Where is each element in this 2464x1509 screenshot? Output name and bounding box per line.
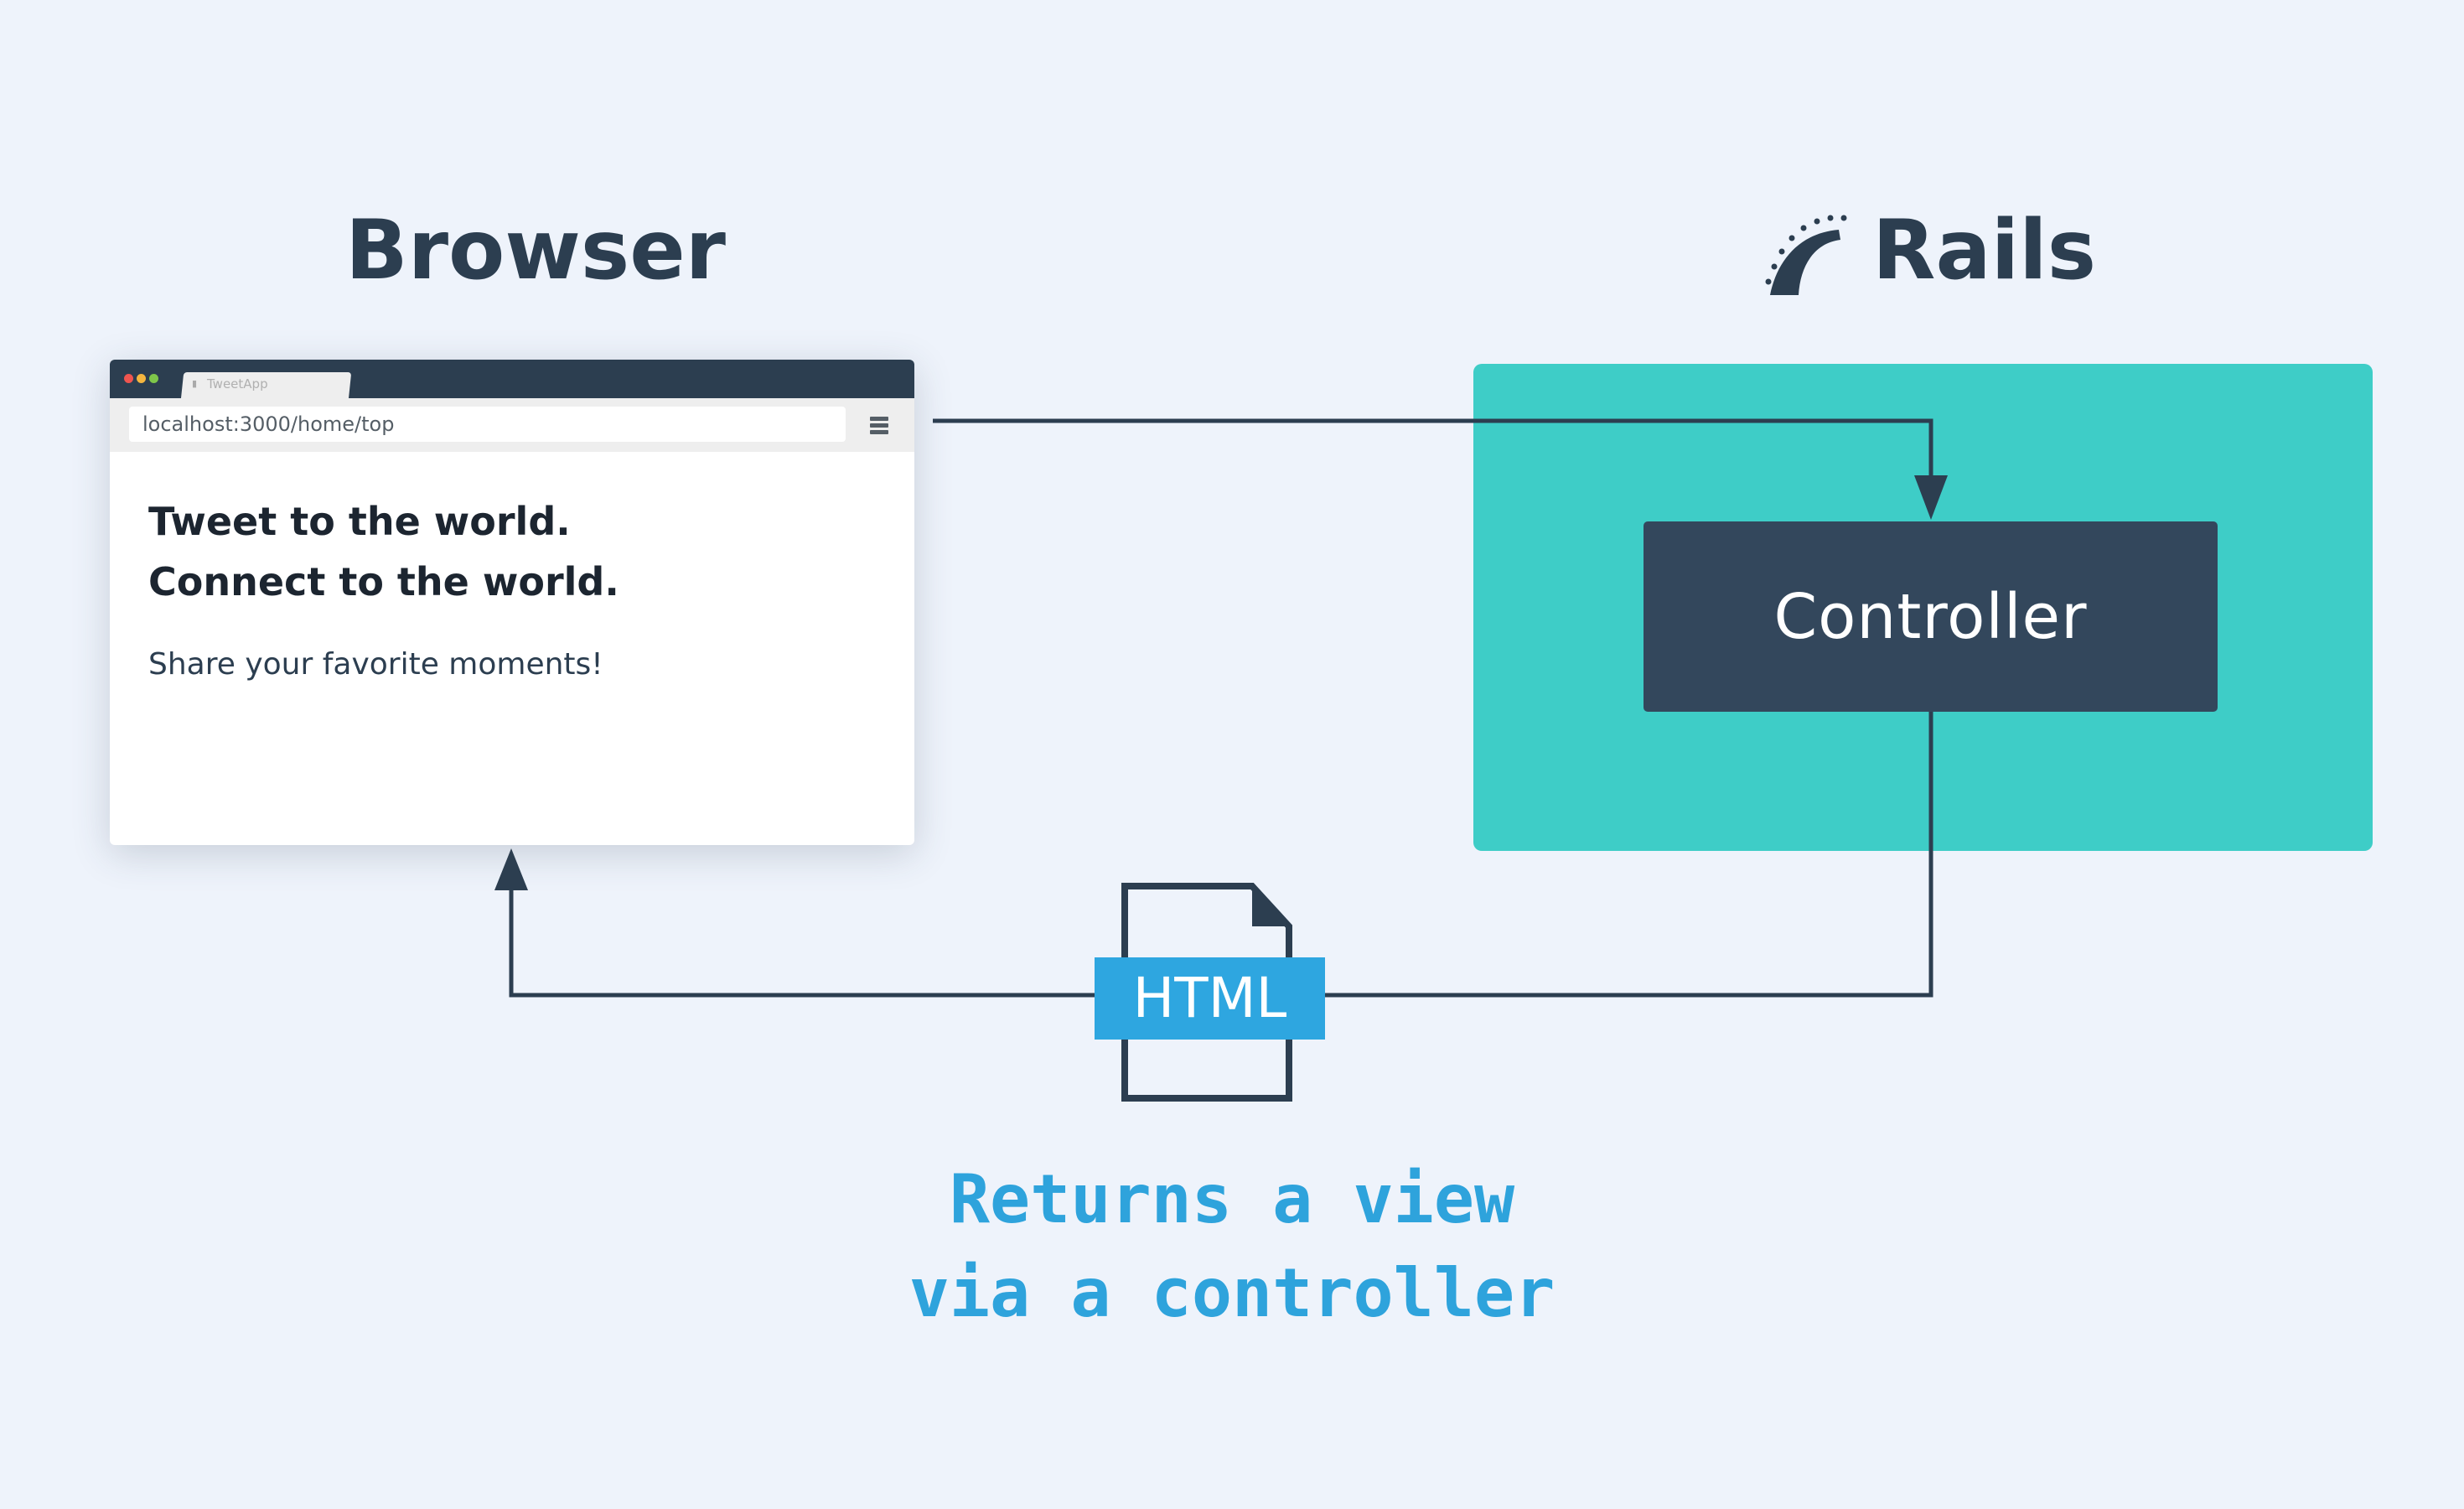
close-dot-icon [124, 374, 133, 383]
controller-label: Controller [1773, 580, 2088, 653]
caption: Returns a view via a controller [897, 1153, 1567, 1340]
browser-heading: Browser [345, 203, 727, 298]
page-icon: ▮ [192, 378, 198, 389]
caption-line-1: Returns a view [949, 1160, 1515, 1238]
browser-page-content: Tweet to the world. Connect to the world… [110, 452, 914, 845]
caption-line-2: via a controller [908, 1254, 1556, 1332]
minimize-dot-icon [137, 374, 146, 383]
tab-title: TweetApp [207, 376, 268, 392]
browser-title-bar: ▮ TweetApp [110, 360, 914, 398]
page-headline-line-2: Connect to the world. [148, 559, 619, 604]
address-bar: localhost:3000/home/top [129, 407, 846, 442]
html-badge: HTML [1095, 957, 1325, 1040]
page-tagline: Share your favorite moments! [148, 647, 603, 682]
controller-box: Controller [1644, 521, 2218, 712]
maximize-dot-icon [149, 374, 158, 383]
page-headline-line-1: Tweet to the world. [148, 499, 571, 544]
rails-logo-icon [1765, 215, 1847, 295]
menu-icon [870, 416, 888, 434]
rails-heading: Rails [1872, 203, 2097, 298]
browser-window: ▮ TweetApp localhost:3000/home/top Tweet… [110, 360, 914, 845]
html-label: HTML [1132, 966, 1287, 1030]
browser-toolbar: localhost:3000/home/top [110, 398, 914, 452]
